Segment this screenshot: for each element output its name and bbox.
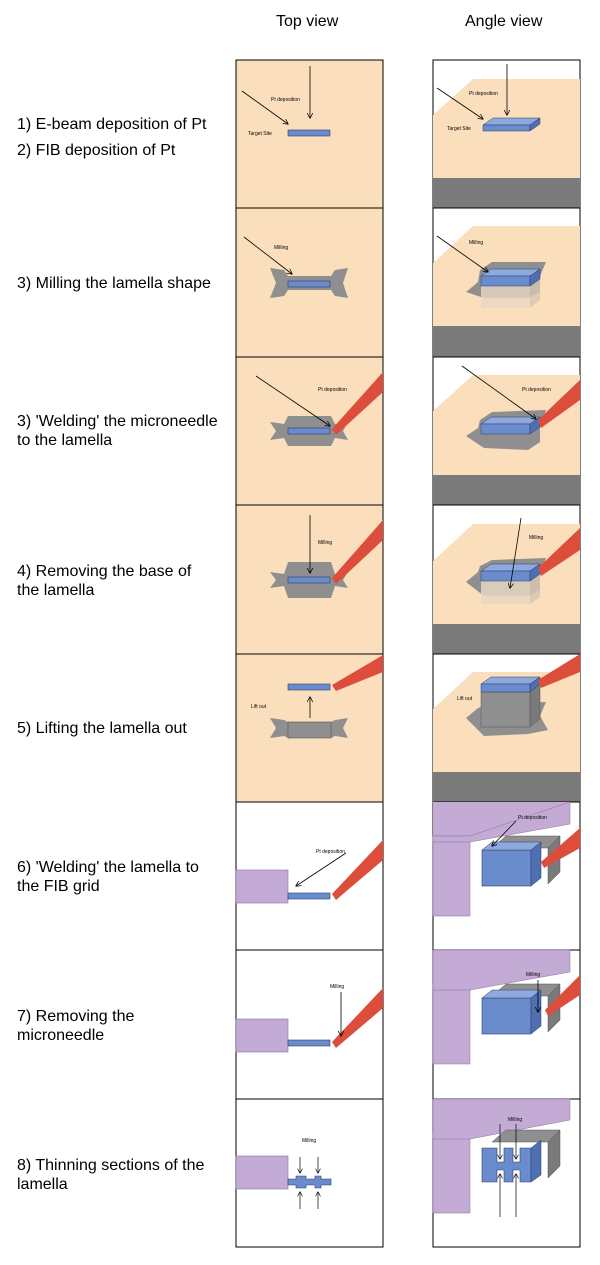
- target-site-label: Target Site: [447, 126, 471, 132]
- pt-deposition-label: Pt deposition: [316, 849, 345, 855]
- milling-label: Milling: [274, 245, 288, 251]
- step-5-label: 4) Removing the base of the lamella: [17, 563, 192, 599]
- step-9-label: 8) Thinning sections of the lamella: [17, 1157, 205, 1193]
- angle-panel-4: Milling: [432, 504, 581, 655]
- fib-grid: [235, 869, 289, 904]
- milling-label: Milling: [529, 535, 543, 541]
- angle-panel-2: Milling: [432, 207, 581, 358]
- milling-label: Milling: [508, 1117, 522, 1123]
- pt-deposition-label: Pt deposition: [518, 815, 547, 821]
- pt-target-strip: [287, 129, 331, 137]
- step-1-label: 1) E-beam deposition of Pt: [17, 116, 207, 133]
- angle-panel-8: Milling: [432, 1098, 581, 1248]
- milling-label: Milling: [318, 540, 332, 546]
- angle-panel-3: Pt deposition: [432, 356, 581, 506]
- step-2-label: 2) FIB deposition of Pt: [17, 142, 176, 159]
- top-panel-1: Pt deposition Target Site: [235, 59, 384, 209]
- pt-deposition-label: Pt deposition: [522, 387, 551, 393]
- step-6-label: 5) Lifting the lamella out: [17, 720, 187, 737]
- angle-panel-7: Milling: [432, 949, 581, 1100]
- pt-deposition-label: Pt deposition: [318, 387, 347, 393]
- top-panel-7: Milling: [235, 949, 384, 1100]
- top-panel-6: Pt deposition: [235, 801, 384, 951]
- top-panel-8: Milling: [235, 1098, 384, 1248]
- milling-label: Milling: [526, 972, 540, 978]
- lift-out-label: Lift out: [251, 704, 267, 710]
- target-site-label: Target Site: [248, 131, 272, 137]
- angle-panel-5: Lift out: [432, 653, 581, 803]
- step-7-label: 6) 'Welding' the lamella to the FIB grid: [17, 859, 199, 895]
- step-8-label: 7) Removing the microneedle: [17, 1008, 135, 1044]
- pt-deposition-label: Pt deposition: [469, 91, 498, 97]
- milling-label: Milling: [469, 240, 483, 246]
- top-panel-3: Pt deposition: [235, 356, 384, 506]
- angle-panel-6: Pt deposition: [432, 801, 581, 951]
- step-4-label: 3) 'Welding' the microneedle to the lame…: [17, 413, 218, 449]
- top-panel-4: Milling: [235, 504, 384, 655]
- top-panel-5: Lift out: [235, 653, 384, 803]
- angle-view-header: Angle view: [465, 13, 543, 30]
- angle-panel-1: Pt deposition Target Site: [432, 59, 581, 209]
- microneedle: [332, 372, 383, 435]
- pt-deposition-label: Pt deposition: [271, 97, 300, 103]
- top-view-header: Top view: [276, 13, 339, 30]
- lift-out-label: Lift out: [457, 696, 473, 702]
- milling-label: Milling: [330, 984, 344, 990]
- step-3-label: 3) Milling the lamella shape: [17, 275, 211, 292]
- milling-label: Milling: [302, 1138, 316, 1144]
- top-panel-2: Milling: [235, 207, 384, 358]
